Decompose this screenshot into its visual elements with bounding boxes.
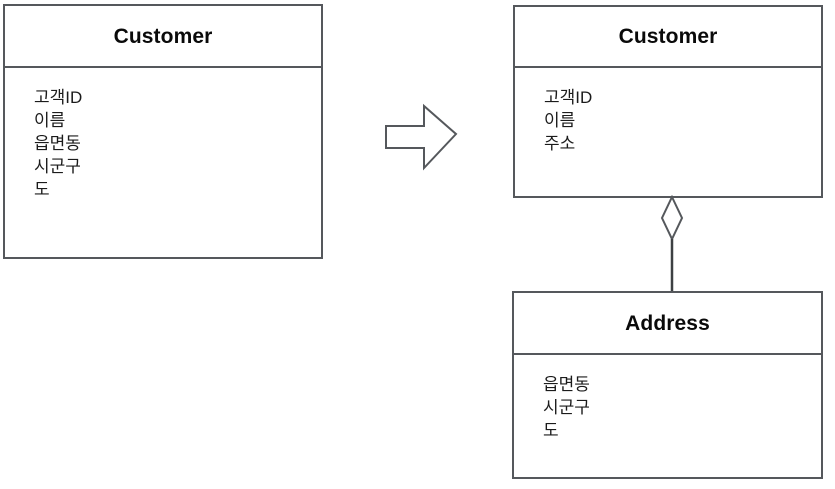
right-block-arrow-icon (385, 103, 458, 171)
class-attributes-customer-after: 고객ID 이름 주소 (515, 68, 821, 155)
class-name-customer-before: Customer (113, 24, 213, 48)
attribute-item: 이름 (544, 111, 576, 130)
attribute-item: 도 (543, 421, 559, 440)
class-attributes-address: 읍면동 시군구 도 (514, 355, 821, 442)
class-box-customer-before[interactable]: Customer 고객ID 이름 읍면동 시군구 도 (3, 4, 323, 259)
attribute-item: 읍면동 (34, 134, 81, 153)
transform-arrow (380, 100, 465, 175)
attribute-item: 시군구 (34, 157, 81, 176)
class-attributes-customer-before: 고객ID 이름 읍면동 시군구 도 (5, 68, 321, 201)
class-header-address: Address (514, 293, 821, 355)
aggregation-connector[interactable] (650, 194, 696, 295)
class-box-customer-after[interactable]: Customer 고객ID 이름 주소 (513, 5, 823, 198)
attribute-item: 읍면동 (543, 375, 590, 394)
class-header-customer-after: Customer (515, 7, 821, 68)
attribute-item: 주소 (544, 134, 576, 153)
class-header-customer-before: Customer (5, 6, 321, 68)
attribute-item: 고객ID (544, 88, 593, 107)
attribute-item: 시군구 (543, 398, 590, 417)
class-name-address: Address (625, 311, 710, 335)
class-box-address[interactable]: Address 읍면동 시군구 도 (512, 291, 823, 479)
attribute-item: 이름 (34, 111, 66, 130)
attribute-item: 고객ID (34, 88, 83, 107)
attribute-item: 도 (34, 180, 50, 199)
aggregation-diamond-icon (660, 194, 684, 292)
class-name-customer-after: Customer (618, 25, 718, 48)
